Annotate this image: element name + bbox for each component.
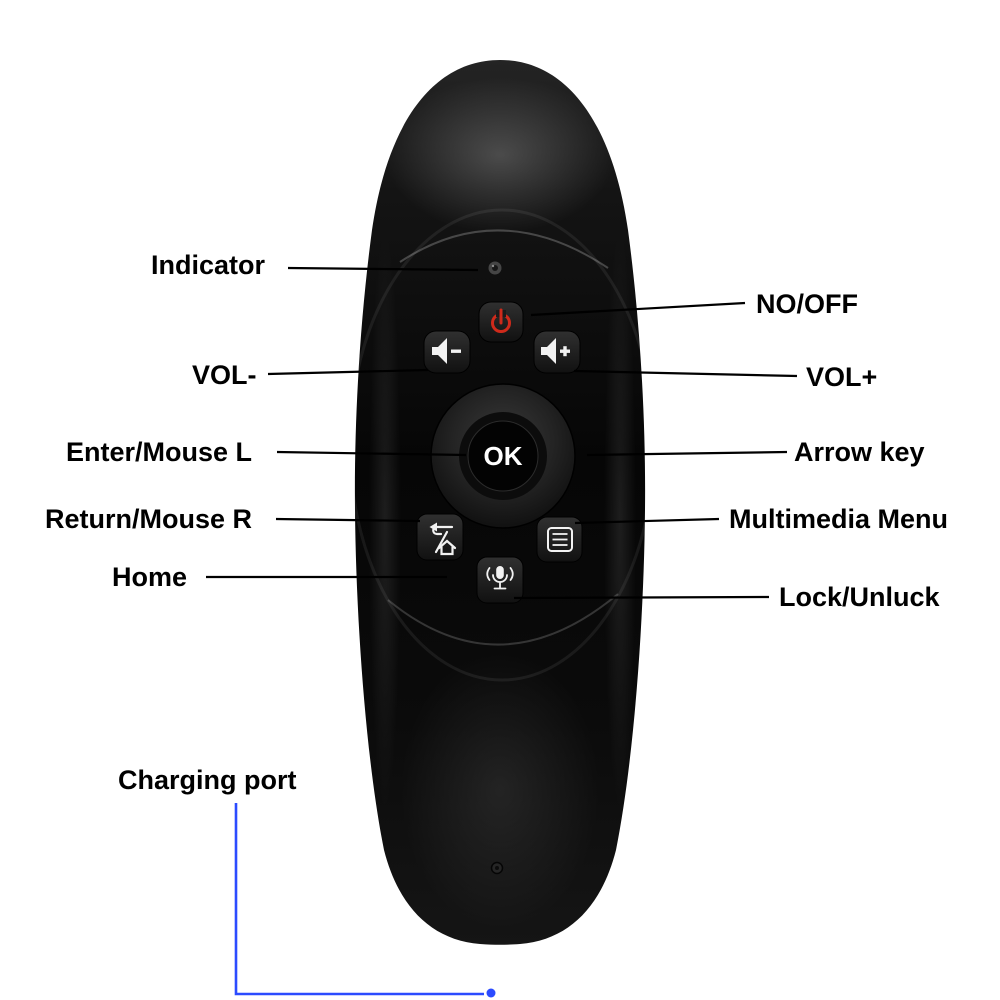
leader-line-arrow-key (586, 450, 788, 457)
label-multimedia-menu: Multimedia Menu (729, 504, 949, 534)
menu-button (536, 516, 583, 563)
mic-icon (486, 566, 514, 590)
leader-line-vol-plus (573, 369, 798, 378)
menu-icon (547, 527, 573, 552)
charging-port-dot (486, 988, 496, 998)
return-home-button (416, 513, 464, 561)
label-home: Home (112, 562, 188, 592)
label-lock-unluck: Lock/Unluck (779, 582, 940, 612)
mic-lock-button (476, 556, 524, 604)
ok-button-label: OK (484, 441, 523, 471)
leader-line-charging-port (234, 803, 496, 998)
leader-line-return-mouse-r (275, 517, 421, 523)
label-vol-plus: VOL+ (806, 362, 878, 392)
label-return-mouse-r: Return/Mouse R (45, 504, 253, 534)
leader-line-multimedia-menu (574, 517, 720, 525)
return-home-icon (429, 522, 457, 556)
power-button (478, 301, 524, 343)
speaker-plus-icon (541, 338, 556, 364)
label-no-off: NO/OFF (756, 289, 858, 319)
leader-line-no-off (530, 301, 746, 317)
vol-minus-button (423, 330, 471, 374)
dpad-ring: OK (430, 383, 576, 529)
label-vol-minus: VOL- (192, 360, 257, 390)
vol-plus-button (533, 330, 581, 374)
leader-lines (206, 266, 798, 600)
leader-line-lock-unluck (513, 595, 770, 600)
leader-line-enter-mouse-l (276, 450, 467, 457)
label-charging-port: Charging port (118, 765, 297, 795)
indicator-led (488, 261, 502, 275)
leader-line-indicator (287, 266, 479, 272)
label-enter-mouse-l: Enter/Mouse L (66, 437, 253, 467)
screw-hole (490, 861, 504, 875)
label-arrow-key: Arrow key (794, 437, 925, 467)
leader-line-vol-minus (267, 368, 429, 376)
speaker-minus-icon (432, 338, 447, 364)
label-indicator: Indicator (151, 250, 266, 280)
ok-button (467, 420, 539, 492)
